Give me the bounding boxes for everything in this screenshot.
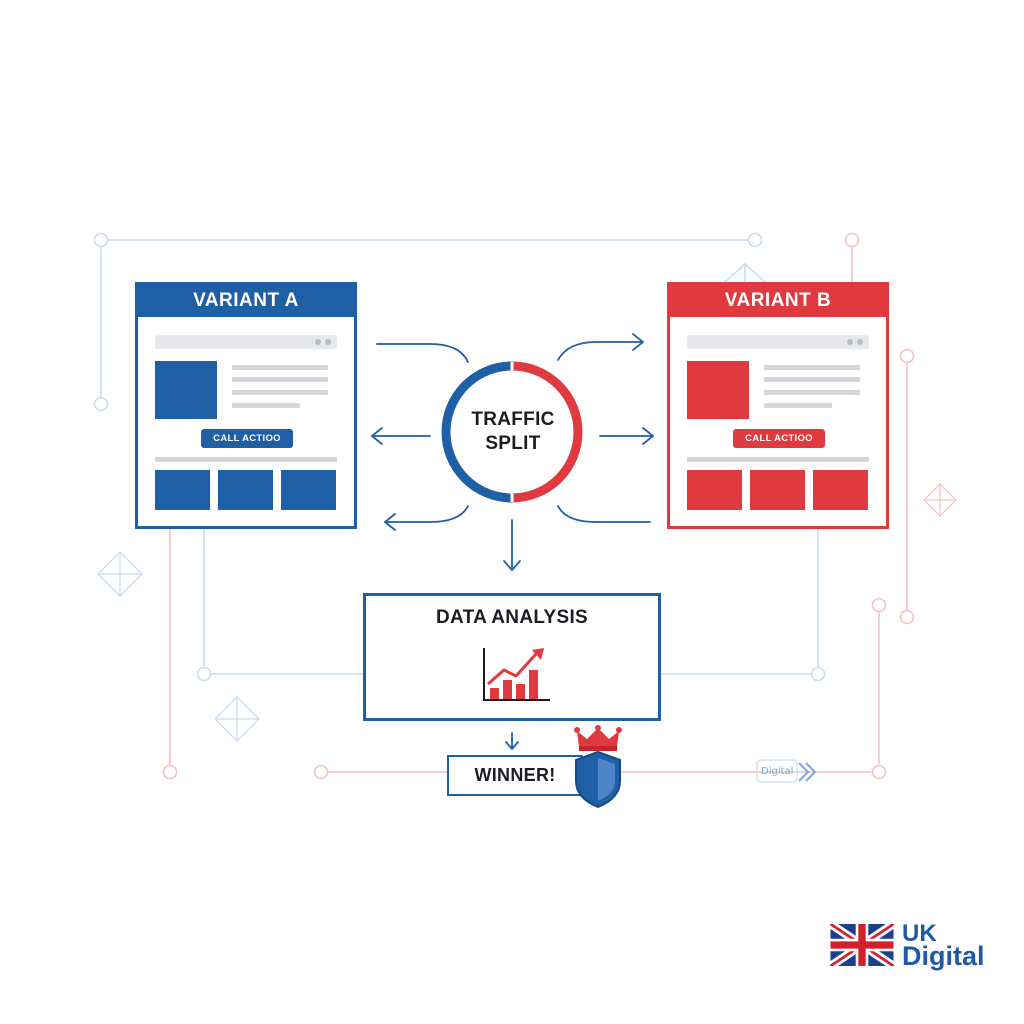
text-line [232, 390, 328, 395]
bar-chart-trend-up-icon [483, 648, 550, 701]
browser-address-bar [155, 335, 337, 349]
content-tile [155, 470, 210, 510]
variant-b-card: VARIANT B CALL ACTIOO [667, 282, 889, 529]
watermark-text: Digital [761, 766, 794, 777]
variant-a-cta-button[interactable]: CALL ACTIOO [201, 429, 293, 448]
text-line [764, 390, 860, 395]
data-analysis-title: DATA ANALYSIS [435, 607, 589, 628]
content-tile [750, 470, 805, 510]
text-line [764, 377, 860, 382]
traffic-split-line2: SPLIT [485, 433, 541, 454]
hero-image-placeholder [687, 361, 749, 419]
traffic-split-label: TRAFFIC SPLIT [450, 408, 576, 456]
content-tile [813, 470, 868, 510]
traffic-split-ring [441, 361, 583, 503]
browser-dots-icon [847, 339, 863, 345]
divider [687, 457, 869, 462]
hero-image-placeholder [155, 361, 217, 419]
browser-dots-icon [315, 339, 331, 345]
text-line [232, 377, 328, 382]
browser-address-bar [687, 335, 869, 349]
variant-a-card: VARIANT A CALL ACTIOO [135, 282, 357, 529]
content-tile [687, 470, 742, 510]
text-line [232, 365, 328, 370]
winner-box: WINNER! [447, 755, 583, 796]
variant-b-title: VARIANT B [670, 285, 886, 317]
union-jack-flag-icon [829, 924, 895, 966]
variant-a-title: VARIANT A [138, 285, 354, 317]
brand-logo: UK Digital [829, 920, 1009, 971]
content-tile [281, 470, 336, 510]
variant-b-cta-button[interactable]: CALL ACTIOO [733, 429, 825, 448]
traffic-split-line1: TRAFFIC [471, 409, 555, 430]
chevron-right-double-icon [756, 759, 817, 783]
text-line [764, 365, 860, 370]
brand-line1: UK [902, 920, 937, 947]
content-tile [218, 470, 273, 510]
divider [155, 457, 337, 462]
data-analysis-box: DATA ANALYSIS [363, 593, 661, 721]
crown-shield-icon [574, 725, 622, 809]
winner-label: WINNER! [474, 765, 556, 785]
text-line [232, 403, 300, 408]
brand-line2: Digital [902, 941, 985, 971]
text-line [764, 403, 832, 408]
